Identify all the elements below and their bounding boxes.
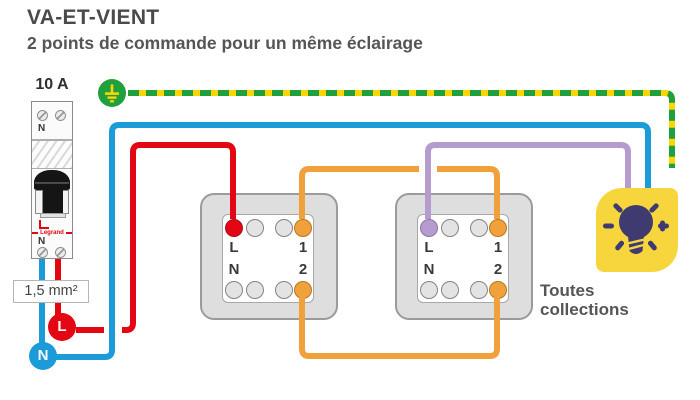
toggle-guide [35,190,43,214]
brand-dash [32,232,39,234]
breaker-hatch-panel [32,140,72,169]
breaker-neutral-label-top: N [38,123,46,134]
terminal [225,281,243,299]
light-bulb-icon [603,203,669,254]
switch-2: L 1 N 2 [395,193,533,320]
neutral-badge: N [29,342,57,370]
lamp [596,188,678,272]
terminal [246,281,264,299]
switch-1: L 1 N 2 [200,193,338,320]
terminal-2-shuttle [489,281,507,299]
brand-dash [65,232,72,234]
page-subtitle: 2 points de commande pour un même éclair… [27,33,423,53]
brand-mark [39,220,49,229]
terminal-label-2: 2 [298,261,308,278]
terminal-2-shuttle [294,281,312,299]
terminal-L-return [420,219,438,237]
wire-size-label: 1,5 mm² [13,280,89,303]
screw-terminal-icon [37,110,48,121]
neutral-wire [39,122,651,360]
live-badge: L [48,313,76,341]
terminal-label-N: N [228,261,240,278]
screw-terminal-icon [55,247,66,258]
breaker-toggle [34,170,70,190]
header: VA-ET-VIENT 2 points de commande pour un… [27,6,423,54]
screw-terminal-icon [37,247,48,258]
terminal-L-live [225,219,243,237]
breaker-toggle-line [35,182,69,184]
breaker-toggle-stem [43,189,63,213]
terminal [470,219,488,237]
terminal [441,219,459,237]
terminal-label-2: 2 [493,261,503,278]
switch-1-plate: L 1 N 2 [222,214,314,303]
breaker-toggle-base [40,213,66,218]
terminal [470,281,488,299]
terminal [420,281,438,299]
earth-wire [128,90,675,168]
screw-terminal-icon [55,110,66,121]
terminal [275,281,293,299]
breaker-neutral-label-bottom: N [38,236,46,247]
earth-wire-underlay [128,90,675,168]
circuit-breaker: N Legrand N [31,101,73,259]
breaker-rating-label: 10 A [35,76,69,93]
terminal-1-shuttle [489,219,507,237]
switch-2-plate: L 1 N 2 [417,214,509,303]
terminal-label-1: 1 [493,239,503,256]
terminal [275,219,293,237]
terminal [246,219,264,237]
terminal-label-L: L [424,239,434,256]
lamp-caption: Toutes collections [540,281,629,320]
terminal [441,281,459,299]
terminal-label-1: 1 [298,239,308,256]
page-title: VA-ET-VIENT [27,6,160,29]
terminal-1-shuttle [294,219,312,237]
terminal-label-N: N [423,261,435,278]
terminal-label-L: L [229,239,239,256]
earth-symbol-icon [98,79,126,107]
